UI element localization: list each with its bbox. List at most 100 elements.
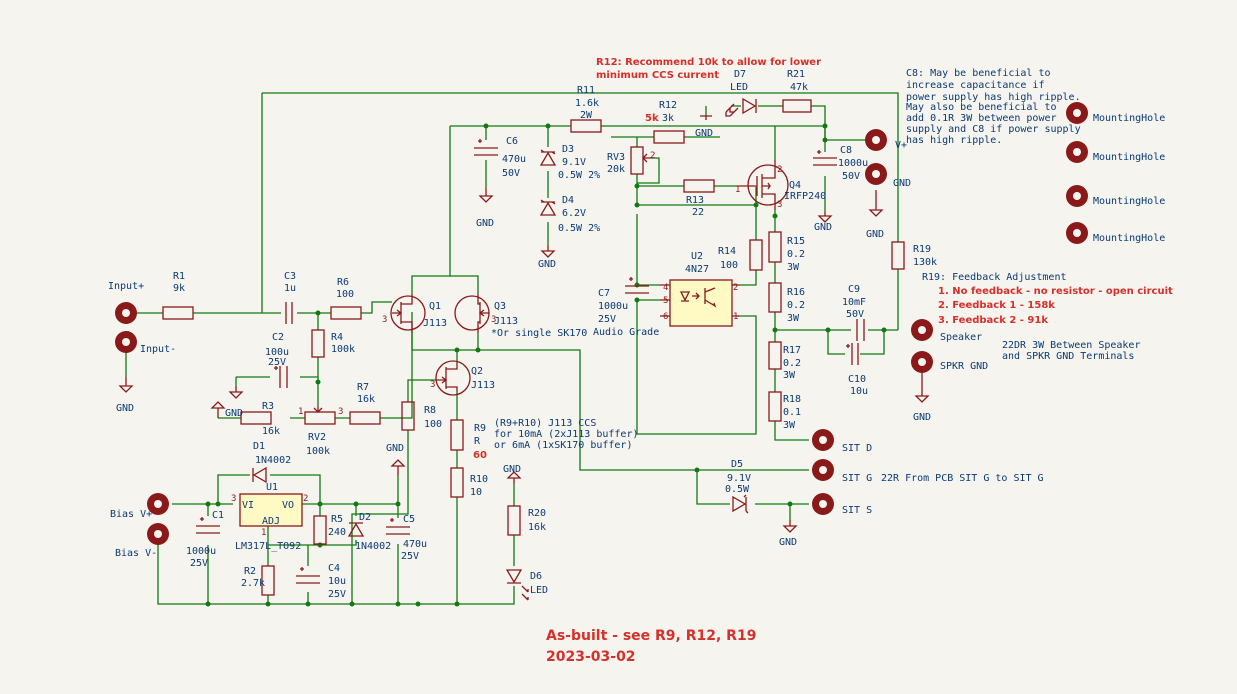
- r19-note-item: 3. Feedback 2 - 91k: [938, 315, 1048, 326]
- bias-vplus-pad[interactable]: [147, 493, 169, 515]
- r19-note-title: R19: Feedback Adjustment: [922, 272, 1067, 283]
- sit-d-pad[interactable]: [812, 429, 834, 451]
- value-label: 0.5W 2%: [558, 223, 600, 234]
- mounting-hole-pad[interactable]: [1066, 185, 1088, 207]
- resistor-r5[interactable]: [313, 515, 327, 545]
- jfet-q1[interactable]: [390, 294, 426, 333]
- resistor-r16[interactable]: [768, 282, 782, 313]
- value-label: 100k: [306, 446, 330, 457]
- resistor-r6[interactable]: [330, 306, 362, 320]
- regulator-u1[interactable]: [239, 493, 303, 527]
- speaker-pad[interactable]: [911, 319, 933, 341]
- resistor-r8[interactable]: [401, 401, 415, 431]
- resistor-r13[interactable]: [683, 179, 715, 193]
- jfet-q2[interactable]: [435, 360, 471, 396]
- bias-vplus-label: Bias V+: [110, 509, 152, 520]
- value-label: 10u: [328, 576, 346, 587]
- input-minus-pad[interactable]: [115, 331, 137, 353]
- gnd-pad[interactable]: [865, 163, 887, 185]
- asbuilt-note-line1: As-built - see R9, R12, R19: [546, 628, 756, 644]
- svg-text:2: 2: [303, 494, 308, 504]
- mounting-hole-label: MountingHole: [1093, 233, 1165, 244]
- resistor-r4[interactable]: [311, 329, 325, 358]
- diode-d3: [539, 151, 557, 166]
- input-plus-pad[interactable]: [115, 302, 137, 324]
- capacitor-c1: [196, 517, 220, 534]
- speaker-note-line1: 22DR 3W Between Speaker: [1002, 340, 1140, 351]
- svg-text:1: 1: [733, 312, 738, 322]
- resistor-r17[interactable]: [768, 341, 782, 370]
- mounting-hole-pad[interactable]: [1066, 141, 1088, 163]
- ref-label: R17: [783, 345, 801, 356]
- ref-label: R19: [913, 244, 931, 255]
- resistor-r2[interactable]: [261, 565, 275, 596]
- mounting-hole-pad[interactable]: [1066, 102, 1088, 124]
- resistor-r1[interactable]: [162, 306, 194, 320]
- resistor-r20[interactable]: [507, 505, 521, 536]
- resistor-r9[interactable]: [450, 419, 464, 451]
- jfet-q3[interactable]: [454, 294, 490, 333]
- bias-vminus-pad[interactable]: [147, 523, 169, 545]
- value-label: 25V: [598, 314, 616, 325]
- value-label: 100k: [331, 344, 355, 355]
- mounting-hole-label: MountingHole: [1093, 152, 1165, 163]
- optocoupler-u2[interactable]: [660, 279, 739, 327]
- diode-d1: [252, 466, 267, 484]
- potentiometer-rv3[interactable]: [630, 146, 644, 175]
- ref-label: C10: [848, 374, 866, 385]
- sit-s-pad[interactable]: [812, 493, 834, 515]
- ref-label: D6: [530, 571, 542, 582]
- resistor-r19[interactable]: [891, 241, 905, 270]
- speaker-note-line2: and SPKR GND Terminals: [1002, 351, 1134, 362]
- resistor-r21[interactable]: [782, 99, 812, 113]
- sit-g-pad[interactable]: [812, 459, 834, 481]
- value-label: 6.2V: [562, 208, 586, 219]
- capacitor-c4: [296, 567, 320, 584]
- gnd-label: GND: [503, 464, 521, 475]
- c8-note-line: C8: May be beneficial to: [906, 68, 1051, 79]
- gnd-label: GND: [913, 412, 931, 423]
- resistor-r18[interactable]: [768, 391, 782, 422]
- led-d7: [742, 97, 757, 115]
- value-label: 9k: [173, 283, 185, 294]
- sk170-note: *Or single SK170: [491, 328, 587, 339]
- potentiometer-rv2[interactable]: [304, 411, 336, 425]
- ref-label: R10: [470, 474, 488, 485]
- ref-label: C6: [506, 136, 518, 147]
- value-label: 3W: [783, 370, 796, 381]
- gnd-label: GND: [538, 259, 556, 270]
- ref-label: R8: [424, 405, 436, 416]
- ref-label: C3: [284, 271, 296, 282]
- resistor-r10[interactable]: [450, 467, 464, 498]
- value-label: 100: [336, 289, 354, 300]
- mounting-hole-pad[interactable]: [1066, 222, 1088, 244]
- mounting-hole-label: MountingHole: [1093, 196, 1165, 207]
- value-label: 10u: [850, 386, 868, 397]
- value-label: 0.1: [783, 407, 801, 418]
- resistor-r3[interactable]: [240, 411, 272, 425]
- capacitor-c8: [813, 150, 837, 166]
- vplus-label: V+: [895, 140, 907, 151]
- resistor-r14[interactable]: [749, 239, 763, 271]
- mounting-hole-label: MountingHole: [1093, 113, 1165, 124]
- value-label: 16k: [262, 426, 280, 437]
- resistor-r11[interactable]: [570, 119, 602, 133]
- c8-note-line: power supply has high ripple.: [906, 92, 1081, 103]
- vplus-pad[interactable]: [865, 129, 887, 151]
- resistor-r7[interactable]: [349, 411, 381, 425]
- svg-text:3: 3: [231, 494, 236, 504]
- gnd-label: GND: [476, 218, 494, 229]
- spkr-gnd-pad[interactable]: [911, 351, 933, 373]
- ref-label: C5: [403, 514, 415, 525]
- value-label: 1N4002: [355, 541, 391, 552]
- mosfet-q4[interactable]: [738, 160, 789, 210]
- gnd-symbol: [817, 212, 833, 223]
- resistor-r12[interactable]: [653, 130, 685, 144]
- value-label: 1N4002: [255, 455, 291, 466]
- svg-text:3: 3: [777, 200, 782, 210]
- resistor-r15[interactable]: [768, 231, 782, 263]
- value-label: 10: [470, 487, 482, 498]
- ref-label: C9: [848, 284, 860, 295]
- capacitor-c3: [285, 302, 293, 324]
- value-label: 50V: [842, 171, 860, 182]
